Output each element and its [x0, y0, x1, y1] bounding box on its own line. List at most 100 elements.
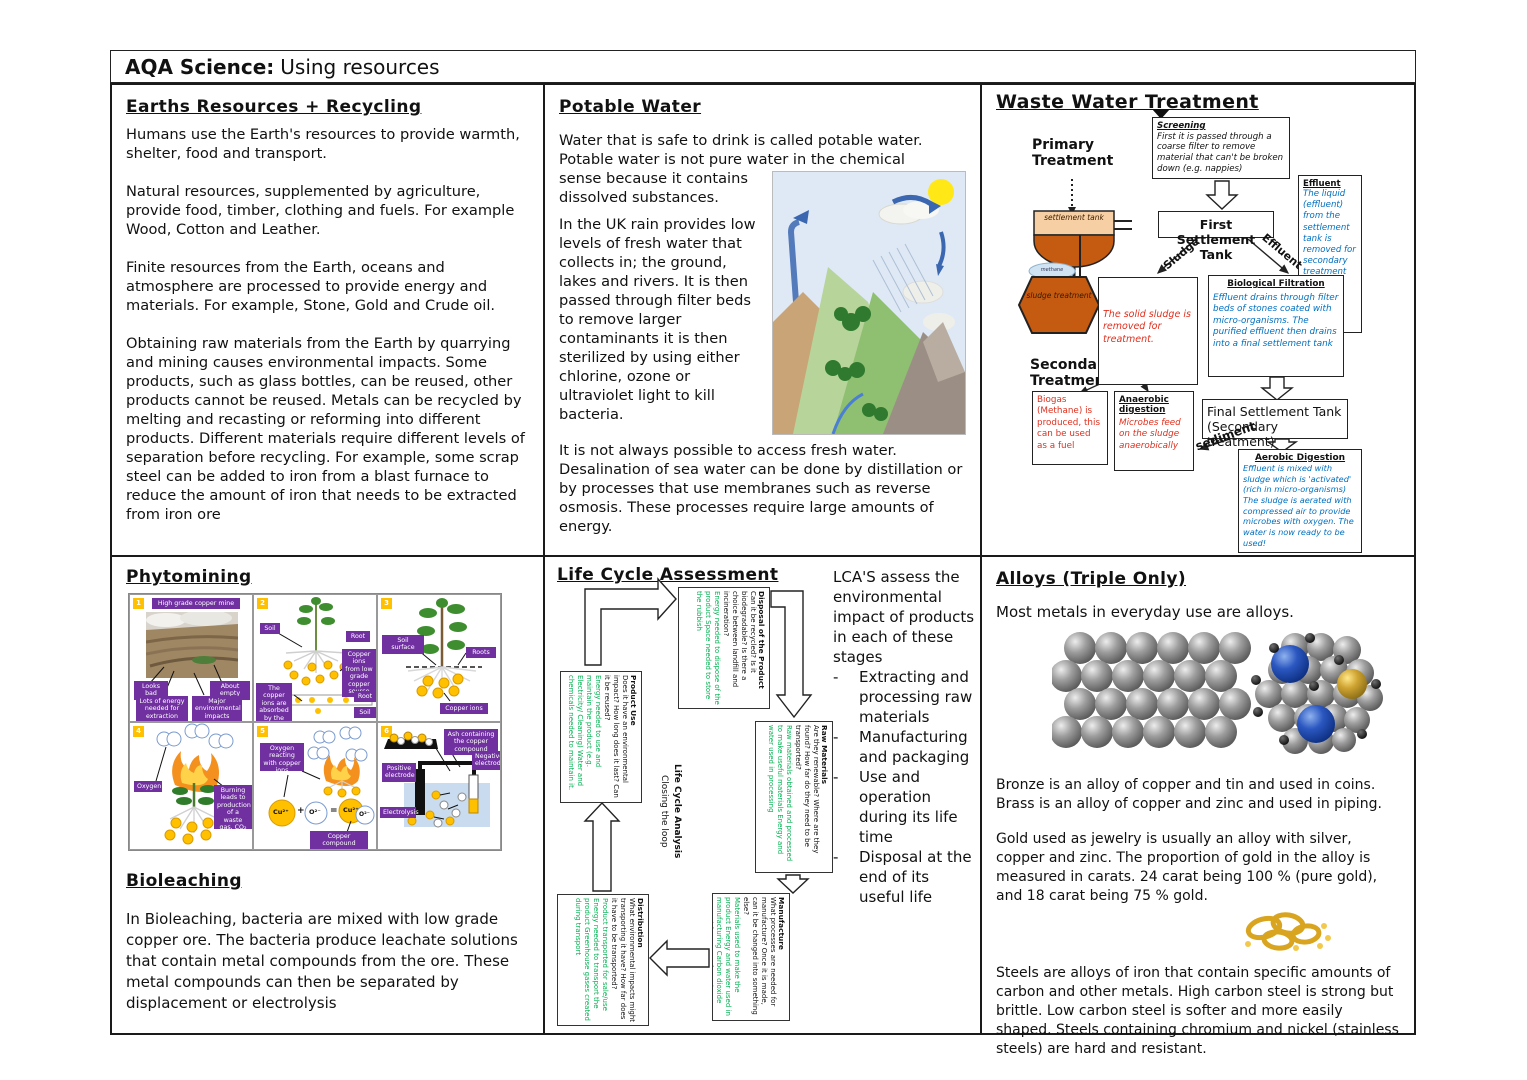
section-alloys: Alloys (Triple Only) Most metals in ever…: [982, 557, 1414, 1057]
oxidation-art: [268, 726, 375, 836]
lca-box-title: Raw Materials: [820, 725, 829, 785]
section-lca: Life Cycle Assessment Disposal of the Pr…: [545, 557, 982, 1033]
secondary-treatment-label: Secondary Treatment: [1030, 357, 1113, 390]
potable-p3: It is not always possible to access fres…: [559, 442, 963, 535]
phyto-label: Oxygen reacting with copper ions: [260, 743, 304, 774]
lca-box-questions: What environmental impacts might transpo…: [610, 898, 636, 1023]
lca-box-notes: Energy needed to use and maintain the pr…: [567, 675, 602, 791]
earths-p3: Finite resources from the Earth, oceans …: [126, 259, 496, 314]
section-waste-water: Waste Water Treatment: [982, 85, 1414, 557]
dash: -: [833, 728, 839, 746]
lca-intro: LCA'S assess the environmental impact of…: [833, 568, 975, 666]
lca-bullet-text: Use and operation during its life time: [859, 768, 958, 846]
phyto-label: Root: [354, 691, 376, 703]
alloys-p1: Most metals in everyday use are alloys.: [996, 603, 1294, 621]
copper-mine-photo: [146, 612, 238, 678]
screening-text: First it is passed through a coarse filt…: [1157, 131, 1284, 174]
lca-box-questions: Does it have an environmental impact? Ho…: [603, 675, 629, 798]
alloys-p2: Bronze is an alloy of copper and tin and…: [996, 777, 1382, 812]
bioleaching-text: In Bioleaching, bacteria are mixed with …: [126, 910, 518, 1012]
potable-p1b: sense because it contains dissolved subs…: [559, 170, 748, 206]
alloys-p4: Steels are alloys of iron that contain s…: [996, 965, 1399, 1057]
lca-center-title: Life Cycle Analysis: [672, 763, 682, 859]
lca-center-sub: Closing the loop: [659, 774, 669, 848]
pure-metal-lattice: [1050, 632, 1251, 748]
section-potable-water: Potable Water Water that is safe to drin…: [545, 85, 982, 557]
lca-center-label: Life Cycle Analysis Closing the loop: [657, 743, 683, 879]
methane-label: methane: [1040, 267, 1064, 273]
phyto-label: Copper ions: [440, 703, 488, 715]
biofilt-title: Biological Filtration: [1227, 279, 1325, 289]
dash: -: [833, 668, 839, 686]
solid-sludge-box: The solid sludge is removed for treatmen…: [1098, 277, 1198, 385]
primary-treatment-label: Primary Treatment: [1032, 137, 1114, 170]
lca-bullet: - Extracting and processing raw materials: [833, 667, 975, 727]
lca-box-notes: Raw materials obtained and processed to …: [767, 725, 793, 862]
plant-soil-art: [406, 598, 482, 702]
lca-title: Life Cycle Assessment: [557, 565, 779, 585]
bioleaching-title: Bioleaching: [126, 871, 242, 891]
phyto-label: About empty: [210, 681, 250, 700]
header-bar: AQA Science: Using resources: [110, 50, 1416, 83]
lca-box-disposal: Disposal of the Product Can it be recycl…: [678, 587, 770, 709]
sludge-treatment-label: sludge treatment: [1026, 291, 1092, 300]
panel-number: 1: [133, 598, 144, 609]
lca-bullet-text: Extracting and processing raw materials: [859, 668, 973, 726]
biogas-text: Biogas (Methane) is produced, this can b…: [1037, 395, 1101, 451]
phyto-label: High grade copper mine: [152, 598, 240, 610]
phyto-label: Electrolysis: [380, 807, 419, 819]
alloy-structure-diagram: [1050, 632, 1383, 754]
phyto-label: Looks bad: [134, 681, 168, 700]
biological-filtration-box: Biological Filtration Effluent drains th…: [1208, 275, 1344, 377]
o-ion-label: O²⁻: [309, 808, 321, 816]
waste-connectors: [1017, 109, 1299, 453]
phyto-label: Soil: [260, 623, 280, 635]
lca-box-title: Manufacture: [777, 897, 786, 950]
potable-p1a: Water that is safe to drink is called po…: [559, 132, 923, 168]
lca-summary: LCA'S assess the environmental impact of…: [833, 567, 975, 907]
earths-p4: Obtaining raw materials from the Earth b…: [126, 335, 525, 523]
dash: -: [833, 768, 839, 786]
lca-box-manufacture: Manufacture What processes are needed fo…: [712, 893, 790, 1021]
lca-bullet-text: Manufacturing and packaging: [859, 728, 970, 766]
potable-title: Potable Water: [559, 97, 702, 117]
anaerobic-title: Anaerobic digestion: [1119, 395, 1169, 415]
waste-title: Waste Water Treatment: [996, 91, 1259, 113]
anaerobic-text: Microbes feed on the sludge anaerobicall…: [1119, 418, 1181, 451]
section-earths-resources: Earths Resources + Recycling Humans use …: [112, 85, 545, 557]
o-ion-label: O²⁻: [359, 811, 370, 818]
alloys-p3: Gold used as jewelry is usually an alloy…: [996, 831, 1378, 904]
phyto-label: Soil surface: [382, 635, 424, 654]
lca-bullet: - Manufacturing and packaging: [833, 727, 975, 767]
lca-box-title: Product Use: [629, 675, 638, 726]
earths-p2: Natural resources, supplemented by agric…: [126, 183, 515, 238]
final-settlement-tank-box: Final Settlement Tank (Secondary treatme…: [1202, 399, 1348, 449]
anaerobic-box: Anaerobic digestion Microbes feed on the…: [1114, 391, 1194, 471]
solid-sludge-text: The solid sludge is removed for treatmen…: [1103, 309, 1191, 345]
sun-icon: [928, 179, 954, 205]
header-title: Using resources: [280, 54, 440, 79]
earths-p1: Humans use the Earth's resources to prov…: [126, 126, 520, 162]
phyto-label: Oxygen: [134, 781, 162, 793]
plant-roots-art: [277, 597, 373, 714]
phyto-label: The copper ions are absorbed by the root…: [256, 683, 292, 721]
water-cycle-illustration: [772, 171, 966, 435]
panel-number: 2: [257, 598, 268, 609]
phyto-label: Lots of energy needed for extraction: [136, 696, 188, 721]
lca-cycle-arrows: [583, 577, 813, 977]
section-phytomining: Phytomining 1 High grade copper mine: [112, 557, 545, 1033]
lca-bullet-text: Disposal at the end of its useful life: [859, 848, 972, 906]
phyto-label: Root: [346, 631, 370, 643]
panel-number: 4: [133, 726, 144, 737]
phyto-label: Roots: [466, 647, 496, 659]
screening-box: Screening First it is passed through a c…: [1152, 117, 1290, 179]
panel-number: 5: [257, 726, 268, 737]
phyto-title: Phytomining: [126, 567, 252, 587]
lca-box-notes: Product transported for sale/use Energy …: [574, 898, 609, 1021]
plus-sign: +: [297, 806, 305, 816]
electrolysis-art: [384, 731, 490, 828]
phyto-panel-1: 1 High grade copper mine: [129, 594, 253, 722]
potable-wrap: sense because it contains dissolved subs…: [559, 169, 966, 435]
gold-jewelry-image: [1245, 912, 1331, 951]
